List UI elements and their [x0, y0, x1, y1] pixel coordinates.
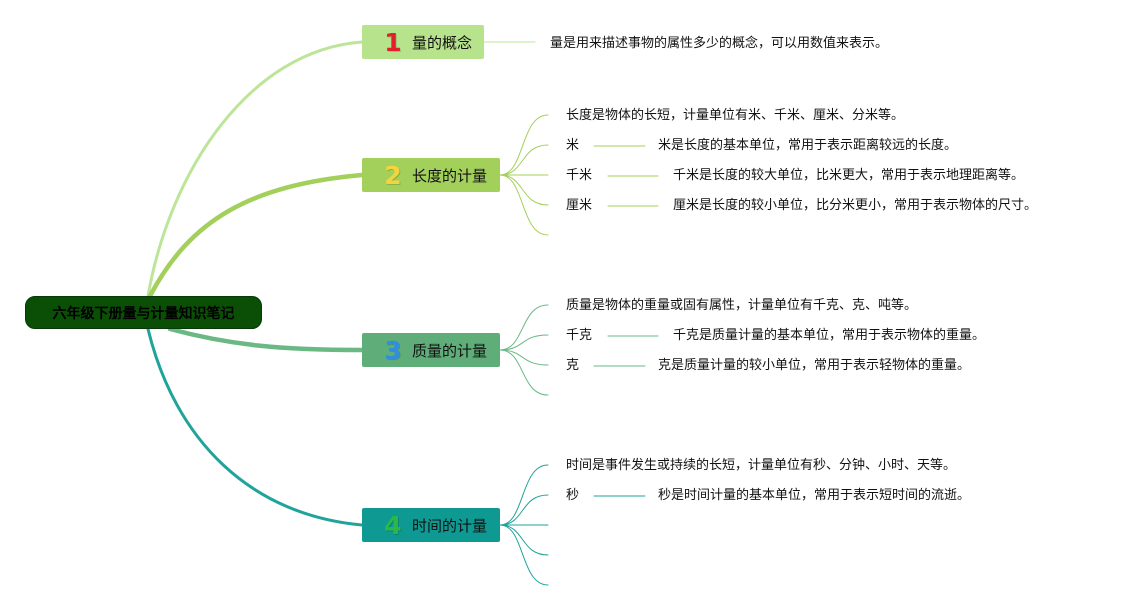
- topic-4-branch-4: [499, 524, 549, 556]
- topic-2-unit-1-label: 米: [566, 138, 580, 153]
- connector-root-topic-1: [146, 40, 364, 298]
- topic-4-title: 时间的计量: [412, 516, 488, 535]
- topic-3-title: 质量的计量: [412, 341, 488, 360]
- topic-4-branch-1: [499, 464, 549, 526]
- topic-3-branch-4: [499, 349, 549, 396]
- topic-4-node[interactable]: 4 时间的计量: [362, 508, 500, 542]
- topic-3-description: 质量是物体的重量或固有属性，计量单位有千克、克、吨等。: [566, 298, 918, 313]
- topic-2-description: 长度是物体的长短，计量单位有米、千米、厘米、分米等。: [566, 108, 905, 123]
- connector-root-topic-3: [167, 326, 365, 353]
- topic-1-number-icon: 1: [384, 27, 402, 57]
- topic-4-branch-5: [499, 524, 549, 586]
- topic-2-branch-4: [499, 174, 549, 206]
- topic-2-unit-3-label: 厘米: [566, 198, 593, 213]
- topic-3-node[interactable]: 3 质量的计量: [362, 333, 500, 367]
- topic-3-branch-2: [499, 334, 549, 351]
- topic-4-unit-1-text: 秒是时间计量的基本单位，常用于表示短时间的流逝。: [658, 488, 971, 503]
- topic-3-unit-1-text: 千克是质量计量的基本单位，常用于表示物体的重量。: [673, 328, 986, 343]
- topic-2-branch-1: [499, 114, 549, 176]
- connector-root-topic-2: [147, 172, 365, 299]
- topic-3-number-icon: 3: [384, 335, 402, 365]
- topic-3-unit-2-label: 克: [566, 358, 580, 373]
- topic-2-title: 长度的计量: [412, 166, 488, 185]
- root-node[interactable]: 六年级下册量与计量知识笔记: [25, 296, 262, 329]
- topic-1-title: 量的概念: [412, 33, 473, 52]
- topic-2-unit-1-text: 米是长度的基本单位，常用于表示距离较远的长度。: [658, 138, 958, 153]
- topic-3-branch-3: [499, 349, 549, 366]
- topic-4-branch-2: [499, 494, 549, 526]
- topic-2-unit-2-label: 千米: [566, 168, 593, 183]
- topic-3-branch-1: [499, 304, 549, 351]
- topic-4-description: 时间是事件发生或持续的长短，计量单位有秒、分钟、小时、天等。: [566, 458, 957, 473]
- topic-2-unit-3-text: 厘米是长度的较小单位，比分米更小，常用于表示物体的尺寸。: [673, 198, 1038, 213]
- root-title: 六年级下册量与计量知识笔记: [52, 305, 235, 322]
- topic-2-branch-5: [499, 174, 549, 236]
- topic-2-number-icon: 2: [384, 160, 402, 190]
- topic-1-description: 量是用来描述事物的属性多少的概念，可以用数值来表示。: [550, 36, 889, 51]
- topic-3-unit-1-label: 千克: [566, 328, 593, 343]
- topic-1-node[interactable]: 1 量的概念: [362, 25, 484, 59]
- connector-root-topic-4: [146, 327, 364, 527]
- topic-2-unit-2-text: 千米是长度的较大单位，比米更大，常用于表示地理距离等。: [673, 168, 1025, 183]
- topic-4-number-icon: 4: [384, 510, 402, 540]
- topic-4-unit-1-label: 秒: [566, 488, 580, 503]
- topic-3-unit-2-text: 克是质量计量的较小单位，常用于表示轻物体的重量。: [658, 358, 971, 373]
- topic-2-branch-2: [499, 144, 549, 176]
- topic-2-node[interactable]: 2 长度的计量: [362, 158, 500, 192]
